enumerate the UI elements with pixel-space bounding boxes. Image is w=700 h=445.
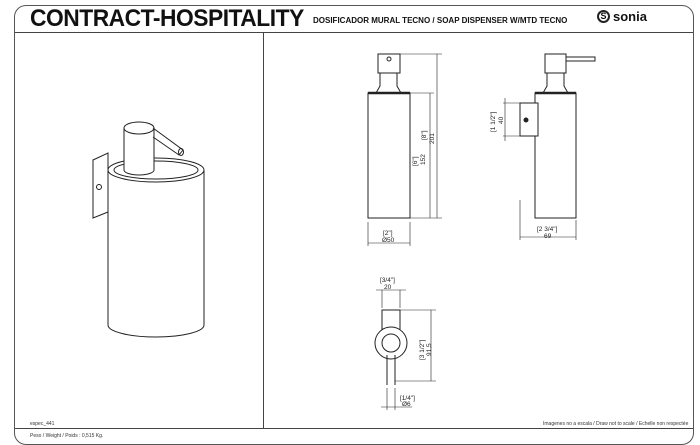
dim-diam-mm: Ø50 — [382, 237, 395, 244]
dim-spout-mm: Ø6 — [402, 401, 411, 408]
perspective-view — [92, 121, 205, 338]
front-view — [367, 53, 442, 246]
dim-bracket-mm: 40 — [498, 116, 505, 124]
logo-icon: S — [597, 10, 610, 23]
dim-width-mm: 20 — [384, 284, 392, 291]
panel-divider — [263, 32, 264, 428]
brand-name: sonia — [613, 9, 647, 24]
dim-height-in: [8"] — [421, 130, 428, 140]
dim-length-mm: 91,5 — [426, 343, 433, 356]
header-divider — [15, 32, 693, 33]
dim-width-in: [3/4"] — [380, 277, 395, 284]
dim-spout-in: [1/4"] — [400, 395, 415, 402]
product-subtitle: DOSIFICADOR MURAL TECNO / SOAP DISPENSER… — [313, 16, 568, 25]
dim-diam-in: [2"] — [383, 230, 393, 237]
scale-note: Imagenes no a escala / Draw not to scale… — [543, 421, 689, 427]
dim-body-mm: 152 — [420, 154, 427, 165]
top-view — [374, 289, 436, 410]
dim-body-in: [6"] — [412, 156, 419, 166]
dim-height-mm: 201 — [429, 133, 436, 144]
spec-ref: espec_441 — [30, 421, 55, 427]
dim-length-in: [3 1/2"] — [419, 339, 426, 360]
weight-label: Peso / Weight / Poids : 0,515 Kg. — [30, 433, 104, 439]
side-view — [503, 53, 596, 240]
dim-depth-mm: 69 — [544, 233, 552, 240]
dim-depth-in: [2 3/4"] — [537, 226, 558, 233]
footer-divider — [15, 428, 693, 429]
page-title: CONTRACT-HOSPITALITY — [30, 5, 304, 32]
dim-bracket-in: [1 1/2"] — [490, 111, 497, 132]
